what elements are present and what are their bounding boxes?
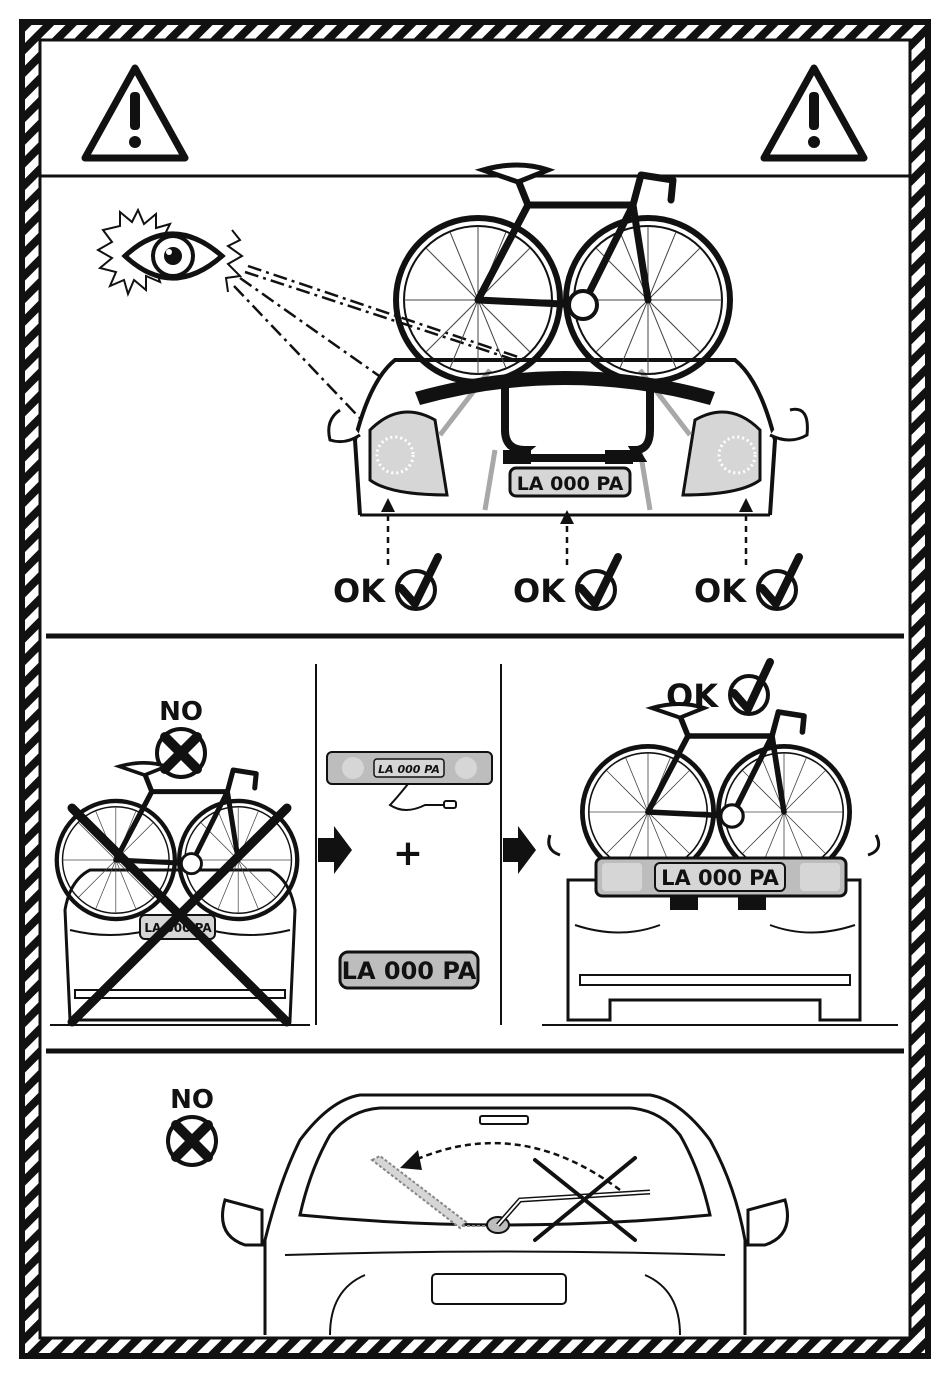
plus-sign: + xyxy=(393,833,423,874)
board-plate-text: LA 000 PA xyxy=(378,763,440,776)
spare-plate-text: LA 000 PA xyxy=(342,957,477,985)
cross-icon xyxy=(157,729,205,777)
plate-text: LA 000 PA xyxy=(517,473,624,495)
ok-label: OK xyxy=(333,572,386,610)
spare-plate: LA 000 PA xyxy=(340,952,478,988)
car-rear-icon: LA 000 PA xyxy=(329,360,808,515)
cross-icon xyxy=(168,1117,216,1165)
no-label: NO xyxy=(159,697,203,727)
ok-label: OK xyxy=(694,572,747,610)
result-plate-text: LA 000 PA xyxy=(661,866,780,890)
ok-label: OK xyxy=(513,572,566,610)
no-label: NO xyxy=(170,1085,214,1115)
